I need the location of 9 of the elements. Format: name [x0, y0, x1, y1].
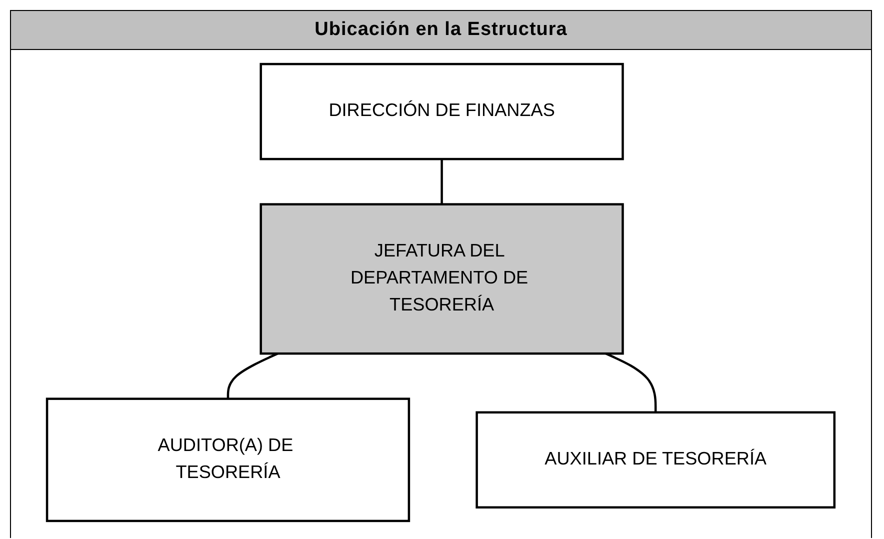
page-frame: Ubicación en la Estructura DIRECCIÓN DE FINANZAS JEFATURA DEL DEPARTAMENTO DE TESORERÍA AUDITOR(A) DE TESORERÍA AUXILIAR DE TESORERÍA [10, 10, 872, 538]
connector [606, 352, 657, 412]
node-box [46, 398, 410, 522]
connector [227, 352, 278, 399]
connector [440, 159, 444, 204]
node-box [260, 62, 624, 160]
title: Ubicación en la Estructura [11, 11, 871, 50]
node-box [260, 203, 624, 355]
node-box [476, 411, 836, 508]
